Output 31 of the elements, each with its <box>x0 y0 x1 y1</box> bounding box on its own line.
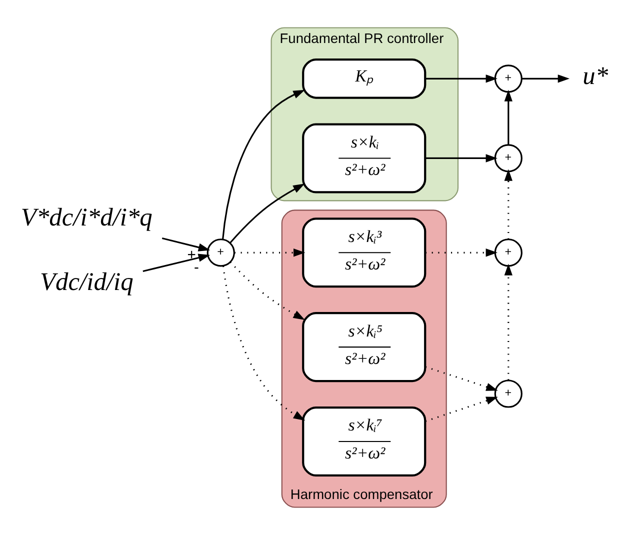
node-box: s×kᵢ⁵ s²+ω² <box>302 312 426 382</box>
node-box: s×kᵢ s²+ω² <box>302 123 426 194</box>
node-box: s×kᵢ³ s²+ω² <box>302 218 426 288</box>
arrow <box>230 184 305 244</box>
node-box: Kₚ <box>302 58 426 99</box>
edge-label: + <box>187 248 196 264</box>
node-text: V*dc/i*d/i*q <box>20 202 152 232</box>
node-circle: + <box>494 238 522 267</box>
arrow <box>425 248 498 257</box>
arrow <box>504 90 512 145</box>
node-text: u* <box>582 61 608 90</box>
edge-label: - <box>194 260 199 276</box>
arrow <box>222 266 306 421</box>
arrow <box>425 154 498 162</box>
arrow <box>425 396 498 422</box>
arrow <box>425 366 498 391</box>
arrow <box>504 264 512 380</box>
arrow <box>142 254 210 272</box>
node-circle: + <box>494 380 522 408</box>
arrow <box>222 90 305 240</box>
node-circle: + <box>494 144 522 172</box>
arrow <box>425 74 498 83</box>
arrow <box>234 248 306 257</box>
node-text: Vdc/id/iq <box>40 266 134 296</box>
arrow <box>162 237 210 252</box>
node-circle: + <box>206 238 235 267</box>
node-circle: + <box>494 64 522 93</box>
arrow <box>230 262 305 320</box>
arrow <box>504 169 512 240</box>
arrow <box>522 74 570 83</box>
node-box: s×kᵢ⁷ s²+ω² <box>302 406 426 476</box>
